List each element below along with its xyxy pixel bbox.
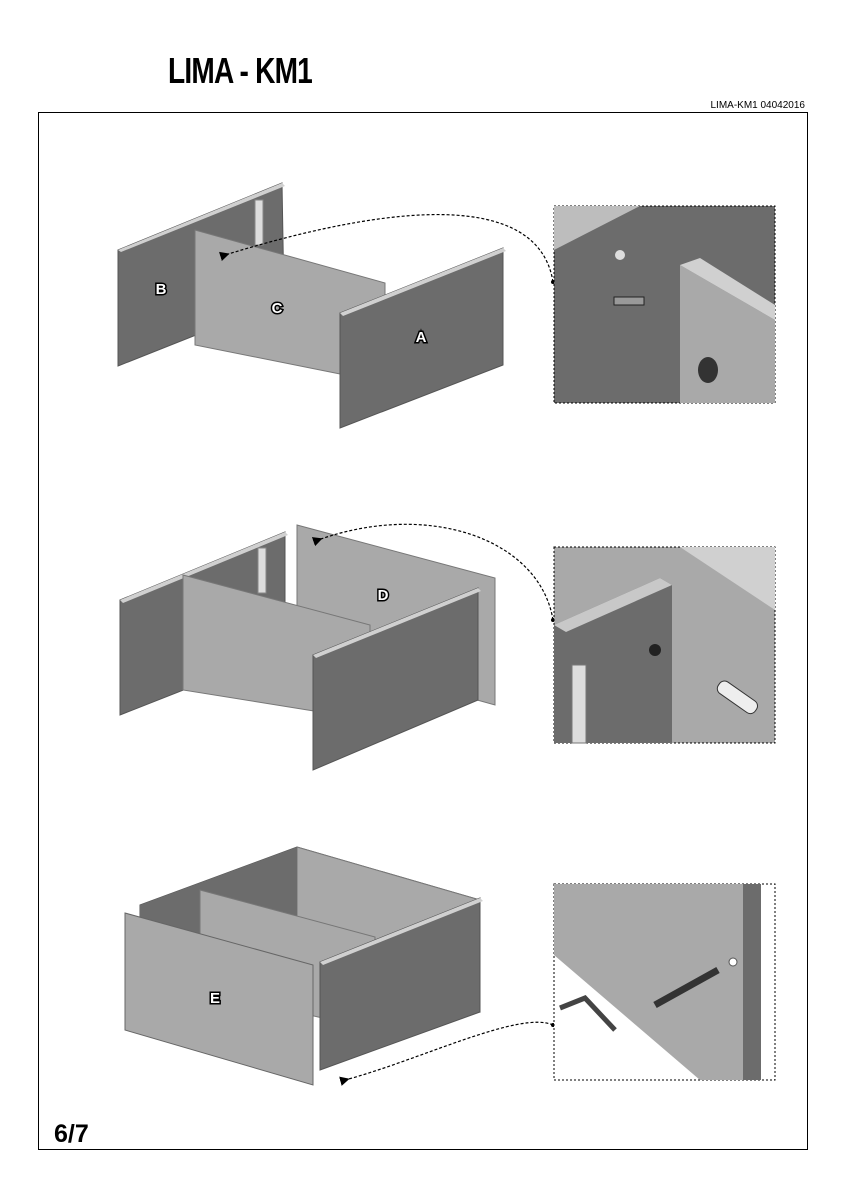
label-d: D (378, 587, 389, 604)
document-code: LIMA-KM1 04042016 (710, 100, 805, 111)
label-a: A (416, 329, 427, 346)
page-frame (38, 112, 808, 1150)
panel-e (124, 912, 314, 1086)
step-2-illustration: D (119, 523, 776, 771)
page-title: LIMA - KM1 (168, 50, 313, 91)
detail-box-2 (553, 546, 776, 744)
page-number: 6/7 (54, 1120, 89, 1148)
label-c: C (272, 300, 283, 317)
detail-box-1 (553, 205, 776, 404)
detail-box-3 (553, 883, 776, 1081)
label-e: E (210, 990, 220, 1007)
panel-a (339, 247, 504, 429)
label-b: B (156, 281, 167, 298)
step-1-illustration: B C A (117, 182, 776, 429)
step-3-illustration: E (124, 846, 776, 1086)
